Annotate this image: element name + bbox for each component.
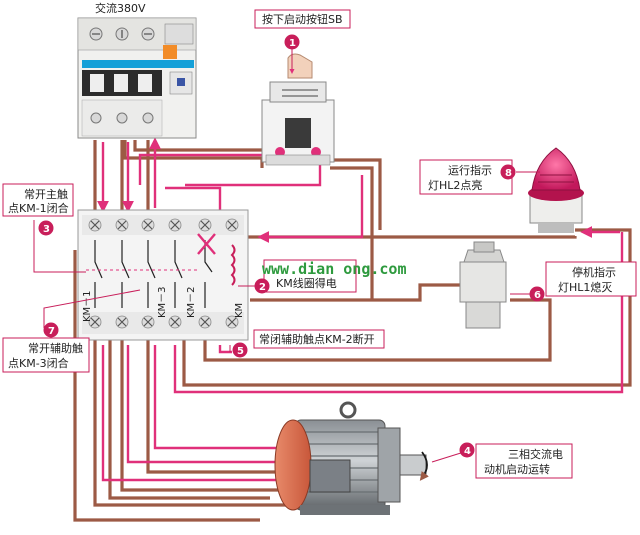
svg-text:灯HL1熄灭: 灯HL1熄灭 — [558, 280, 612, 294]
svg-text:8: 8 — [505, 168, 512, 179]
start-push-button[interactable] — [261, 53, 335, 166]
badge-8: 8 — [500, 164, 516, 180]
svg-text:按下启动按钮SB: 按下启动按钮SB — [262, 12, 343, 26]
svg-text:停机指示: 停机指示 — [572, 265, 616, 279]
svg-text:常开主触: 常开主触 — [24, 187, 68, 201]
svg-text:常闭辅助触点KM-2断开: 常闭辅助触点KM-2断开 — [259, 332, 375, 346]
km2-label: KM－2 — [186, 286, 197, 318]
svg-text:4: 4 — [464, 446, 471, 457]
svg-text:1: 1 — [289, 38, 296, 49]
label-step3: 常开主触 点KM-1闭合 — [2, 183, 74, 217]
km-coil-label: KM — [234, 303, 245, 318]
watermark-text: www.dian ong.com — [262, 260, 407, 278]
svg-text:2: 2 — [259, 282, 266, 293]
svg-text:点KM-1闭合: 点KM-1闭合 — [8, 201, 69, 215]
label-step8: 运行指示 灯HL2点亮 — [419, 159, 513, 195]
three-phase-motor — [274, 401, 429, 515]
label-step5: 常闭辅助触点KM-2断开 — [253, 329, 385, 349]
step-badges: 1 2 3 4 5 6 7 8 — [38, 34, 545, 458]
stop-lamp-hl1 — [459, 241, 507, 329]
contactor-km: KM－1 KM－3 KM－2 KM — [77, 209, 249, 341]
badge-7: 7 — [43, 322, 59, 338]
label-step6: 停机指示 灯HL1熄灭 — [545, 261, 637, 297]
wires-pink — [97, 137, 624, 486]
svg-text:动机启动运转: 动机启动运转 — [484, 462, 550, 476]
svg-text:运行指示: 运行指示 — [448, 163, 492, 177]
badge-4: 4 — [459, 442, 475, 458]
svg-text:6: 6 — [534, 290, 541, 301]
svg-text:灯HL2点亮: 灯HL2点亮 — [428, 178, 482, 192]
svg-text:5: 5 — [237, 346, 244, 357]
km3-label: KM－3 — [157, 286, 168, 318]
badge-1: 1 — [284, 34, 300, 50]
badge-5: 5 — [232, 342, 248, 358]
breaker-title: 交流380V — [95, 1, 146, 15]
leader-lines — [33, 49, 540, 463]
label-step2: KM线圈得电 — [263, 259, 357, 293]
badge-2: 2 — [254, 278, 270, 294]
svg-text:三相交流电: 三相交流电 — [508, 447, 563, 461]
run-lamp-hl2 — [528, 147, 584, 233]
wires-brown — [73, 140, 632, 522]
label-step7: 常开辅助触 点KM-3闭合 — [2, 337, 90, 373]
badge-6: 6 — [529, 286, 545, 302]
km1-label: KM－1 — [82, 290, 93, 322]
label-step4: 三相交流电 动机启动运转 — [475, 443, 573, 479]
svg-text:3: 3 — [43, 224, 50, 235]
svg-text:7: 7 — [48, 326, 55, 337]
svg-text:常开辅助触: 常开辅助触 — [28, 341, 83, 355]
svg-text:KM线圈得电: KM线圈得电 — [276, 276, 337, 290]
badge-3: 3 — [38, 220, 54, 236]
circuit-breaker — [77, 17, 197, 139]
svg-text:点KM-3闭合: 点KM-3闭合 — [8, 356, 69, 370]
label-step1: 按下启动按钮SB — [254, 9, 351, 29]
